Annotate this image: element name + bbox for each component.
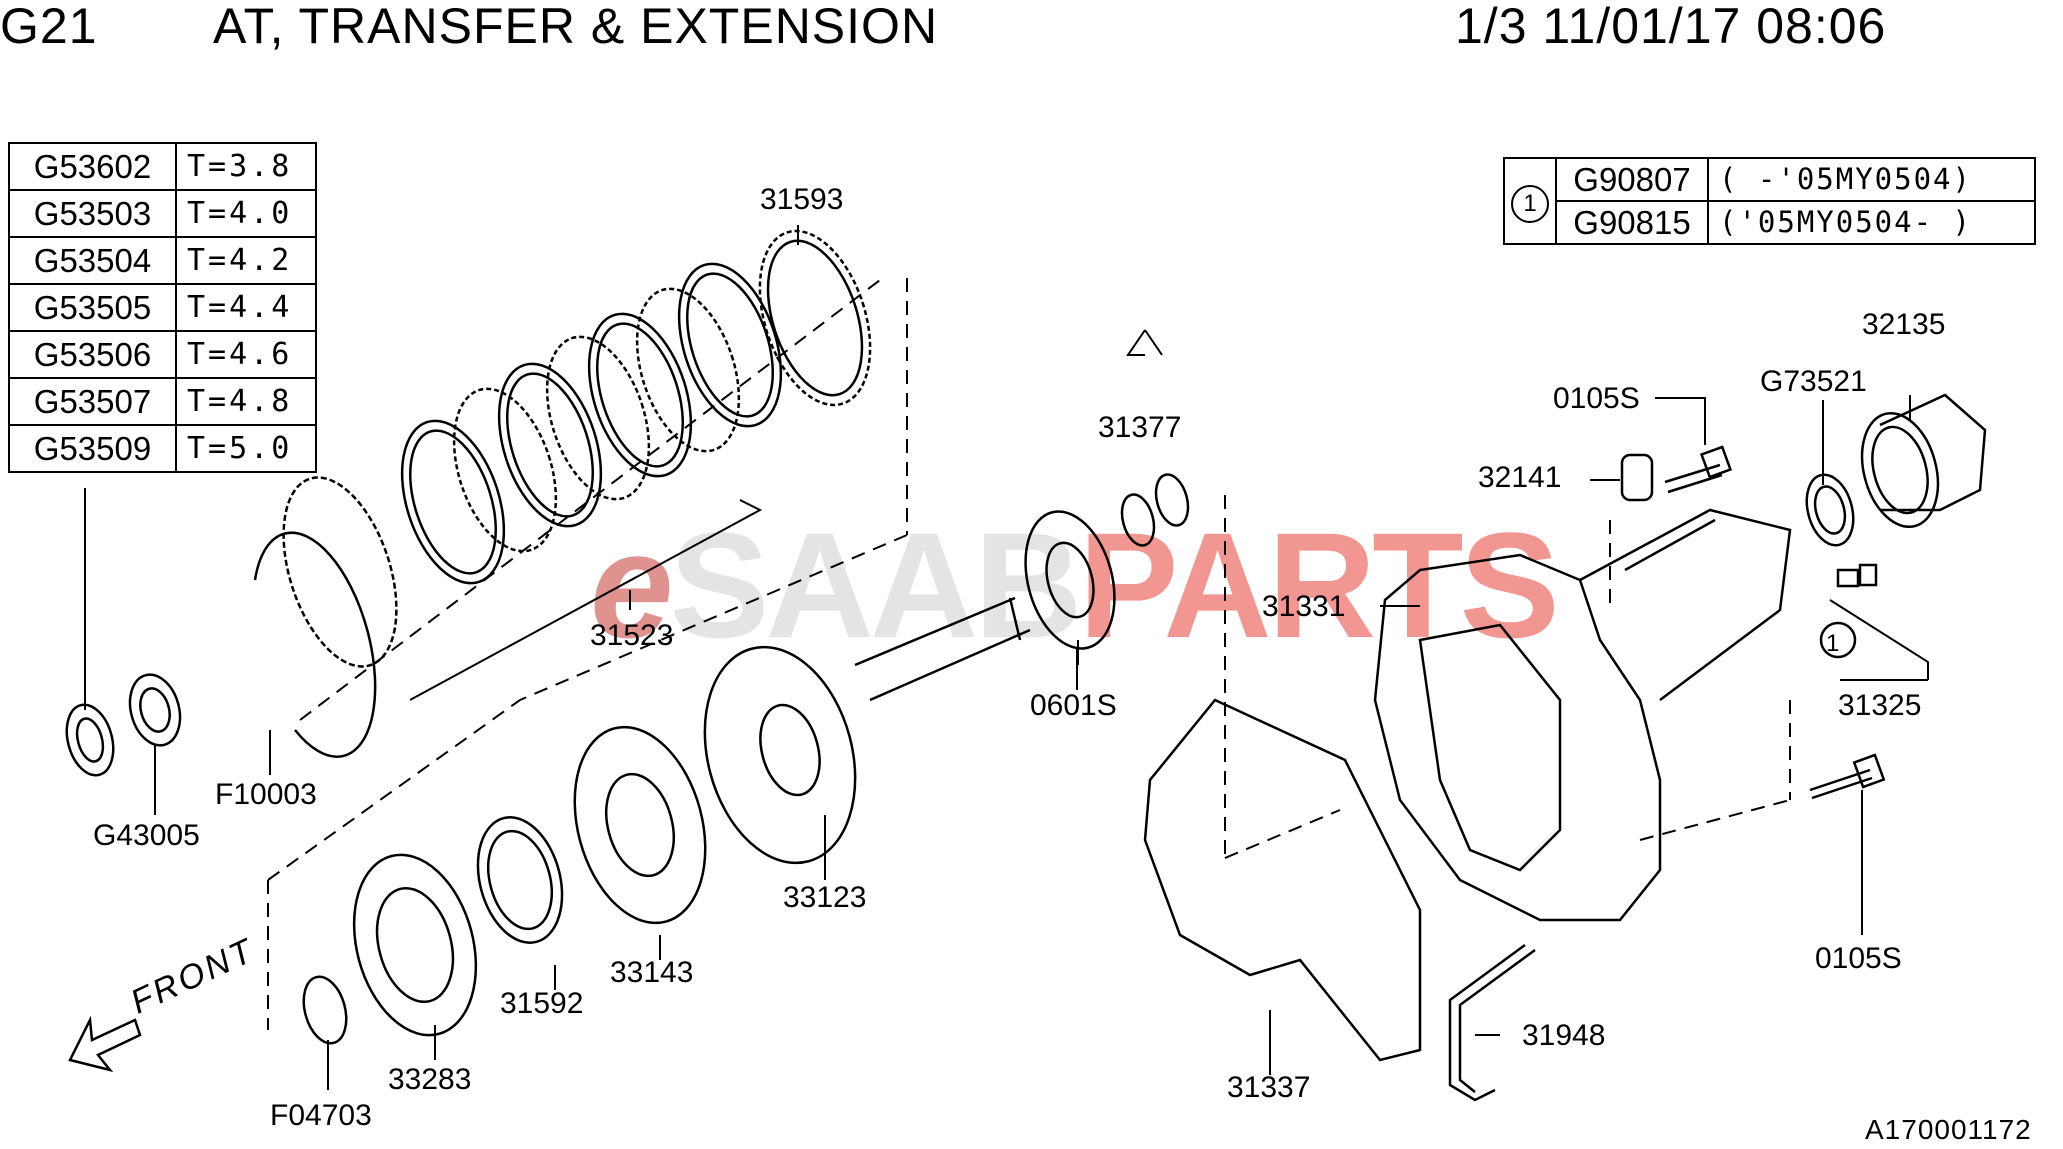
alternate-parts-table: 1 G90807 ( -'05MY0504) G90815 ('05MY0504… <box>1503 157 2036 245</box>
callout-F04703[interactable]: F04703 <box>270 1099 372 1132</box>
thickness-spec: T=4.4 <box>175 283 317 332</box>
diagram-code: G21 <box>0 0 98 54</box>
callout-31948[interactable]: 31948 <box>1522 1019 1606 1052</box>
model-range: ( -'05MY0504) <box>1707 157 2036 202</box>
bolts-and-fittings <box>1448 445 1886 1102</box>
callout-G73521[interactable]: G73521 <box>1760 365 1867 398</box>
thickness-spec: T=4.8 <box>175 377 317 426</box>
callout-31337[interactable]: 31337 <box>1227 1071 1311 1104</box>
callout-33143[interactable]: 33143 <box>610 956 694 989</box>
part-number[interactable]: G53506 <box>8 330 177 379</box>
extension-housing <box>1373 393 1987 922</box>
ref-marker-cell: 1 <box>1503 157 1557 245</box>
thickness-spec: T=4.2 <box>175 236 317 285</box>
callout-31377[interactable]: 31377 <box>1098 411 1182 444</box>
part-number[interactable]: G53503 <box>8 189 177 238</box>
thickness-spec: T=5.0 <box>175 424 317 473</box>
callout-0105S-top[interactable]: 0105S <box>1553 382 1640 415</box>
ref-marker-diagram <box>1819 621 1857 659</box>
ref-marker-label: 1 <box>1826 630 1840 657</box>
part-number[interactable]: G53602 <box>8 142 177 191</box>
pistons-and-drums <box>352 510 1116 1037</box>
callout-31592[interactable]: 31592 <box>500 987 584 1020</box>
part-number[interactable]: G53504 <box>8 236 177 285</box>
page-info: 1/3 11/01/17 08:06 <box>1455 0 1887 54</box>
gasket <box>1143 698 1422 1062</box>
ref-marker-circle: 1 <box>1511 185 1549 223</box>
leader-lines <box>84 225 1929 1090</box>
front-arrow <box>68 1015 142 1073</box>
callout-31523[interactable]: 31523 <box>590 619 674 652</box>
callout-F10003[interactable]: F10003 <box>215 778 317 811</box>
callout-31593[interactable]: 31593 <box>760 183 844 216</box>
table-row: 1 G90807 ( -'05MY0504) <box>1503 157 2036 245</box>
callout-31331[interactable]: 31331 <box>1262 590 1346 623</box>
callout-33283[interactable]: 33283 <box>388 1063 472 1096</box>
part-number[interactable]: G53509 <box>8 424 177 473</box>
diagram-title: AT, TRANSFER & EXTENSION <box>213 0 939 54</box>
thickness-spec: T=4.6 <box>175 330 317 379</box>
model-range: ('05MY0504- ) <box>1707 200 2036 245</box>
figure-id: A170001172 <box>1865 1114 2032 1145</box>
thickness-spec: T=4.0 <box>175 189 317 238</box>
part-number[interactable]: G90815 <box>1555 200 1709 245</box>
callout-G43005[interactable]: G43005 <box>93 819 200 852</box>
callout-31325[interactable]: 31325 <box>1838 689 1922 722</box>
clutch-plate-stack <box>282 229 872 668</box>
part-number[interactable]: G53507 <box>8 377 177 426</box>
part-number[interactable]: G53505 <box>8 283 177 332</box>
callout-33123[interactable]: 33123 <box>783 881 867 914</box>
callout-32135[interactable]: 32135 <box>1862 308 1946 341</box>
callout-32141[interactable]: 32141 <box>1478 461 1562 494</box>
table-row: G90815 ('05MY0504- ) <box>1504 200 2036 245</box>
thickness-spec: T=3.8 <box>175 142 317 191</box>
callout-0105S-bottom[interactable]: 0105S <box>1815 942 1902 975</box>
callout-0601S[interactable]: 0601S <box>1030 689 1117 722</box>
part-number[interactable]: G90807 <box>1555 157 1709 202</box>
snap-rings-and-washers <box>65 473 1190 1045</box>
